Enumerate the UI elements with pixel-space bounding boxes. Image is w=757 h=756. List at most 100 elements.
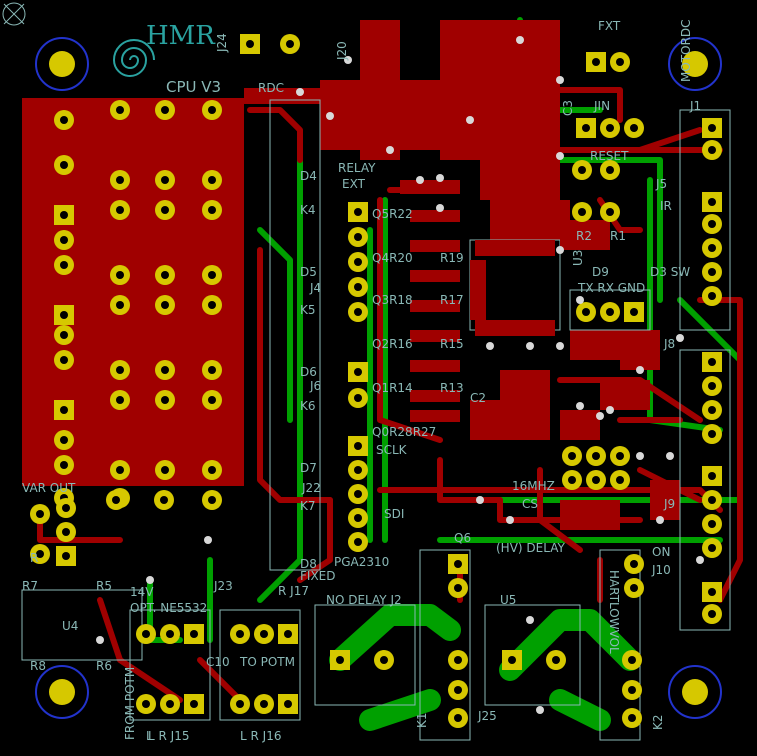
label-u5: U5 — [500, 593, 516, 607]
pad-drill — [60, 311, 68, 319]
pad-drill — [142, 630, 150, 638]
pad-drill — [708, 610, 716, 618]
pad-drill — [284, 700, 292, 708]
microcontroller-ic — [469, 239, 561, 336]
mounting-holes — [35, 37, 722, 719]
label-j15: L R J15 — [148, 729, 189, 743]
label-r6: R6 — [96, 659, 112, 673]
pad-drill — [354, 258, 362, 266]
pad-drill — [161, 396, 169, 404]
pad-drill — [208, 106, 216, 114]
vias — [96, 36, 704, 714]
label-c2: C2 — [470, 391, 486, 405]
via — [576, 402, 584, 410]
label-j20: J20 — [335, 41, 349, 61]
label-j1: J1 — [689, 99, 701, 113]
pad-drill — [628, 714, 636, 722]
pad-drill — [208, 206, 216, 214]
label-d7: D7 — [300, 461, 317, 475]
pad-drill — [60, 356, 68, 364]
mounting-hole-br — [668, 665, 722, 719]
resistor-array — [400, 180, 570, 422]
via — [556, 76, 564, 84]
label-j5: J5 — [655, 177, 667, 191]
pad-drill — [708, 198, 716, 206]
label-d3sw: D3 SW — [650, 265, 690, 279]
label-ir: IR — [660, 199, 672, 213]
relay-copper-pour — [22, 98, 244, 486]
label-k1: K1 — [415, 712, 429, 728]
pad-drill — [354, 233, 362, 241]
label-14v: 14V — [130, 585, 154, 599]
via — [576, 296, 584, 304]
mounting-hole-tl-pad — [49, 51, 75, 77]
pad-drill — [606, 208, 614, 216]
via — [636, 452, 644, 460]
via — [96, 636, 104, 644]
pad-drill — [161, 106, 169, 114]
label-r15: R15 — [440, 337, 464, 351]
label-ext: EXT — [342, 177, 366, 191]
label-r17: R17 — [440, 293, 464, 307]
pad-drill — [354, 466, 362, 474]
via — [656, 516, 664, 524]
label-r7: R7 — [22, 579, 38, 593]
pad-drill — [161, 271, 169, 279]
pad-drill — [60, 161, 68, 169]
pad-drill — [60, 461, 68, 469]
via — [556, 152, 564, 160]
pad-drill — [60, 116, 68, 124]
label-d8: D8 — [300, 557, 317, 571]
pad-drill — [260, 630, 268, 638]
crosshair-icon — [2, 2, 26, 26]
label-var-out: VAR OUT — [22, 481, 76, 495]
via — [436, 174, 444, 182]
label-k5: K5 — [300, 303, 316, 317]
pad-drill — [142, 700, 150, 708]
label-l: L — [146, 729, 153, 743]
label-j6: J6 — [309, 379, 321, 393]
pad-drill — [161, 206, 169, 214]
pad-drill — [236, 700, 244, 708]
bottom-wide-traces — [329, 604, 641, 731]
label-on: ON — [652, 545, 670, 559]
pad-drill — [630, 124, 638, 132]
right-header — [702, 118, 722, 624]
pad-drill — [60, 211, 68, 219]
pad-drill — [628, 656, 636, 664]
pad-drill — [116, 301, 124, 309]
pad-drill — [62, 528, 70, 536]
label-d4: D4 — [300, 169, 317, 183]
pad-drill — [630, 584, 638, 592]
pad-drill — [60, 331, 68, 339]
label-c10: C10 — [206, 655, 230, 669]
label-motordc: MOTORDC — [679, 19, 693, 82]
pad-drill — [116, 176, 124, 184]
mounting-hole-tr-pad — [682, 51, 708, 77]
logo-text: HMR — [146, 21, 216, 51]
via — [436, 204, 444, 212]
pad-drill — [208, 366, 216, 374]
label-u4: U4 — [62, 619, 78, 633]
pad-drill — [116, 106, 124, 114]
label-r2: R2 — [576, 229, 592, 243]
label-d9: D9 — [592, 265, 609, 279]
pad-drill — [60, 436, 68, 444]
mounting-hole-tr — [668, 37, 722, 91]
pad-drill — [160, 496, 168, 504]
pad-drill — [354, 308, 362, 316]
pad-drill — [606, 166, 614, 174]
via — [526, 616, 534, 624]
mounting-hole-bl-pad — [49, 679, 75, 705]
label-no-delay: NO DELAY J2 — [326, 593, 402, 607]
pad-drill — [284, 630, 292, 638]
label-d6: D6 — [300, 365, 317, 379]
label-q2r16: Q2R16 — [372, 337, 413, 351]
label-sdi: SDI — [384, 507, 404, 521]
via — [516, 36, 524, 44]
label-j9: J9 — [663, 497, 675, 511]
via — [386, 146, 394, 154]
pad-drill — [616, 452, 624, 460]
pad-drill — [630, 560, 638, 568]
via — [606, 406, 614, 414]
